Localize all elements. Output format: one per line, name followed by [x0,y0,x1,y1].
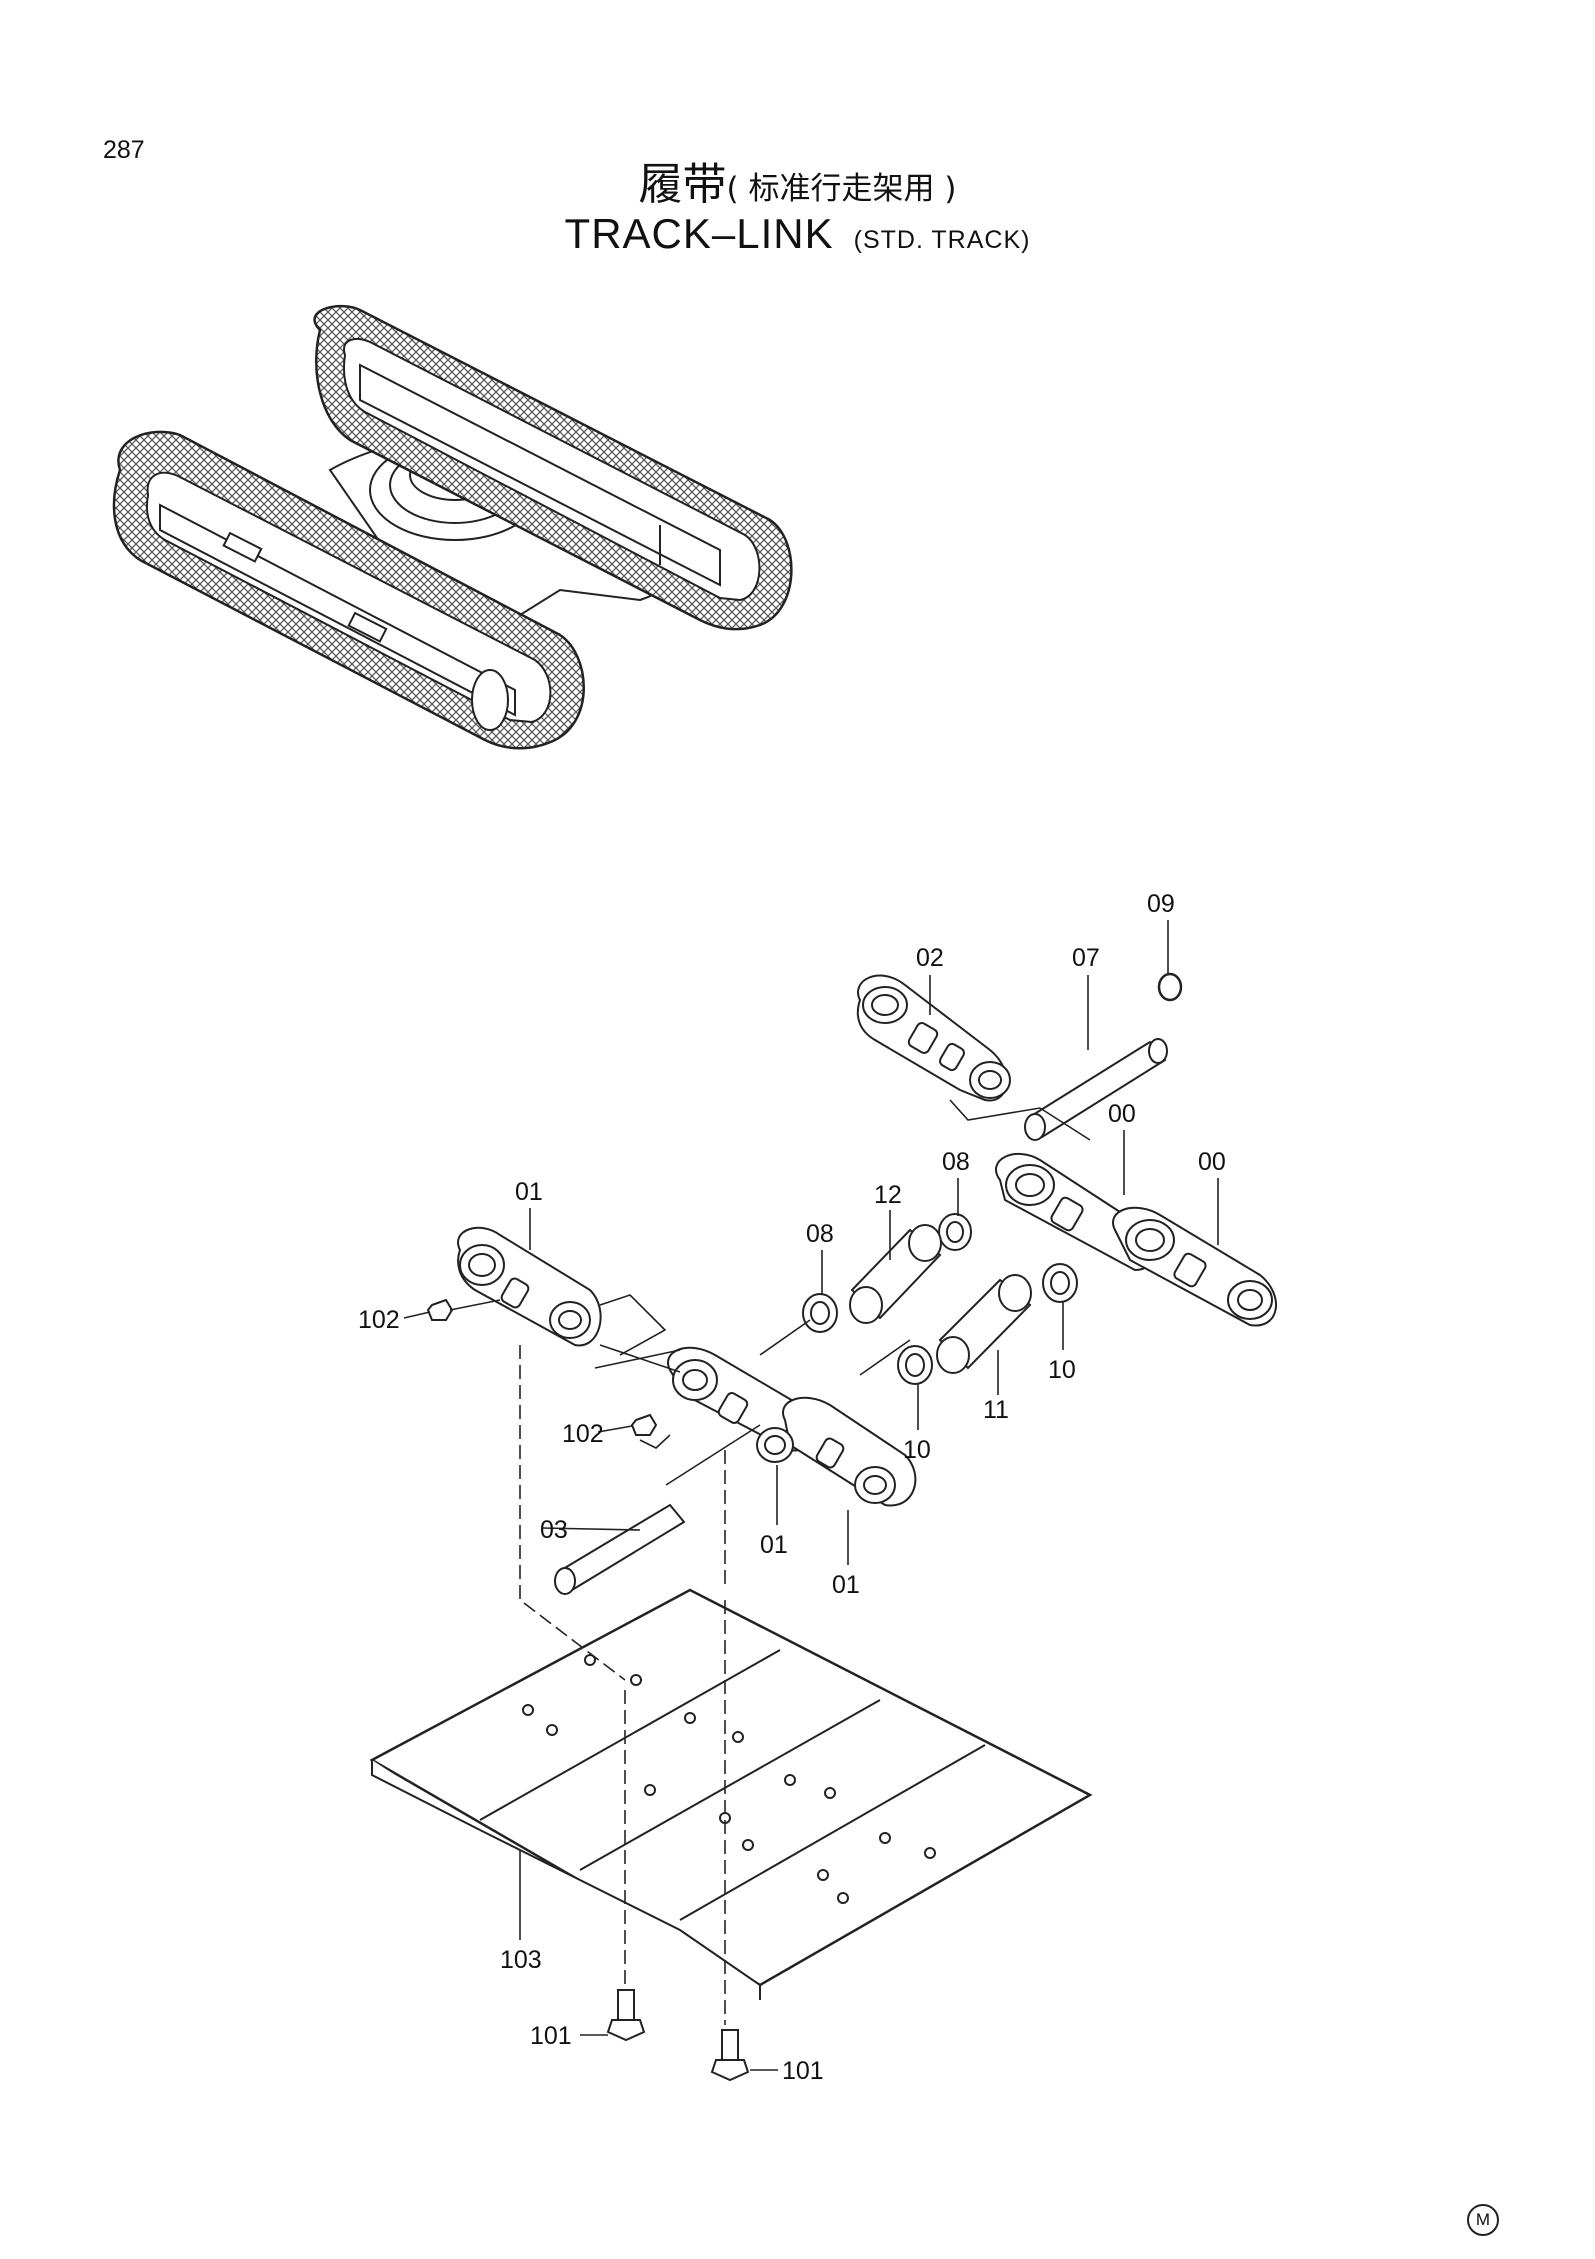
callout-103: 103 [500,1946,542,1974]
part-07-pin [1024,1038,1168,1141]
part-00-links [995,1152,1277,1327]
callout-10-b: 10 [903,1436,931,1464]
leader-lines [403,920,1219,2071]
callout-02: 02 [916,944,944,972]
callout-00-b: 00 [1198,1148,1226,1176]
part-12-bushing [849,1224,942,1324]
part-08-seal-lower [802,1293,838,1333]
title-english: TRACK–LINK (STD. TRACK) [0,210,1595,258]
callout-08-b: 08 [806,1220,834,1248]
part-09-ring [1157,972,1183,1002]
part-102-nut-left [426,1298,454,1321]
title-cn-sub: ( 标准行走架用 ) [726,171,957,207]
callout-101-a: 101 [530,2022,572,2050]
callout-102-a: 102 [358,1306,400,1334]
callout-09: 09 [1147,890,1175,918]
callout-01-a: 01 [515,1178,543,1206]
undercarriage-illustration [112,304,793,750]
title-cn-main: 履带 [638,159,727,210]
title-en-main: TRACK–LINK [564,210,834,257]
part-10-spacer-left [897,1345,933,1385]
part-10-spacer-right [1042,1263,1078,1303]
manufacturer-mark: M [1467,2204,1499,2236]
part-03-pin [554,1503,686,1595]
callout-10-a: 10 [1048,1356,1076,1384]
part-01-link-left [457,1226,602,1347]
callout-03: 03 [540,1516,568,1544]
part-01-links-center [667,1346,917,1507]
callout-102-b: 102 [562,1420,604,1448]
title-en-sub: (STD. TRACK) [853,226,1031,254]
callout-11: 11 [983,1396,1009,1424]
callout-01-b: 01 [760,1531,788,1559]
callout-labels: 09 02 07 00 00 08 12 08 01 102 102 10 11… [358,890,1226,2085]
part-101-bolt-right [710,2029,750,2082]
part-02-link [856,974,1011,1102]
part-08-seal-upper [938,1213,972,1251]
page-number: 287 [103,136,145,164]
callout-08-a: 08 [942,1148,970,1176]
callout-00-a: 00 [1108,1100,1136,1128]
rear-track [313,304,793,631]
callout-07: 07 [1072,944,1100,972]
callout-01-c: 01 [832,1571,860,1599]
part-102-nut-center [630,1413,658,1436]
callout-12: 12 [874,1181,902,1209]
part-103-shoe-plates [369,1588,1093,2000]
title-chinese: 履带( 标准行走架用 ) [0,148,1595,212]
exploded-parts [369,972,1277,2082]
part-11-bushing [936,1274,1032,1374]
front-track [112,430,585,750]
part-101-bolt-left [606,1989,646,2042]
callout-101-b: 101 [782,2057,824,2085]
